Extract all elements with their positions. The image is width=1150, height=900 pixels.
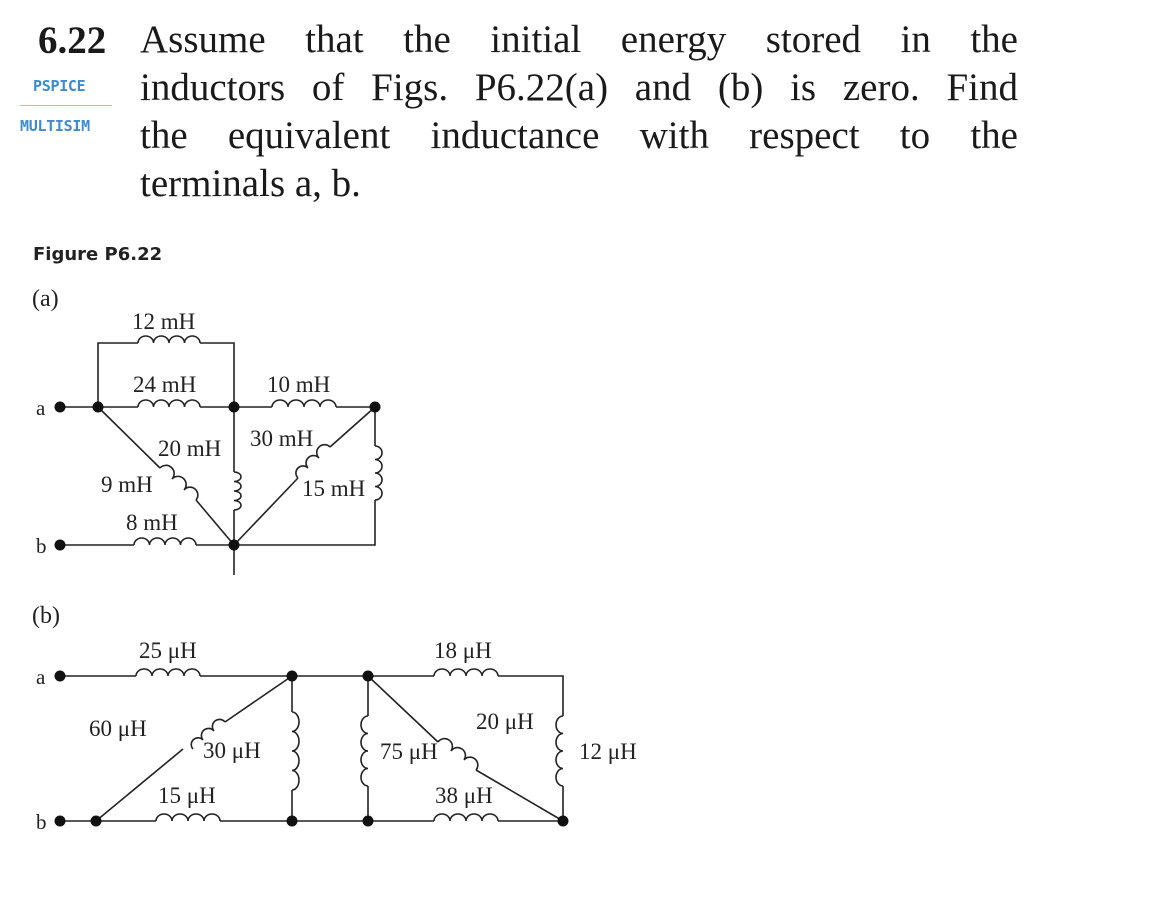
problem-line-2: inductors of Figs. P6.22(a) and (b) is z…: [140, 66, 1018, 109]
inductor-8mH: [133, 537, 197, 546]
circuit-b: a b 25 μH 18 μH 60 μH 30 μH 20 μH 75 μH …: [36, 638, 637, 834]
node-dot: [362, 670, 374, 682]
problem-number: 6.22: [38, 19, 107, 62]
problem-line-4: terminals a, b.: [140, 162, 361, 205]
node-dot: [369, 401, 381, 413]
terminal-a-dot: [54, 670, 66, 682]
tag-divider: [20, 105, 112, 106]
inductor-15mH: [374, 445, 383, 501]
inductor-10mH: [271, 399, 337, 408]
node-dot: [90, 815, 102, 827]
inductor-15uH: [155, 813, 221, 822]
terminal-a-label: a: [36, 396, 46, 420]
label-75uH: 75 μH: [380, 739, 438, 764]
inductor-20mH: [233, 471, 242, 511]
node-dot: [228, 401, 240, 413]
multisim-tag: MULTISIM: [20, 117, 90, 135]
inductor-9mH: [159, 464, 199, 501]
node-dot: [228, 539, 240, 551]
inductor-30mH: [295, 443, 331, 479]
node-dot: [362, 815, 374, 827]
label-15uH: 15 μH: [158, 783, 216, 808]
circuit-a: a b 12 mH 24 mH 10 mH 20 mH 30 mH 9 mH 1…: [36, 309, 383, 575]
figure-b-label: (b): [32, 603, 60, 629]
label-60uH: 60 μH: [89, 716, 147, 741]
problem-line-3: the equivalent inductance with respect t…: [140, 114, 1018, 157]
label-30mH: 30 mH: [250, 426, 313, 451]
label-18uH: 18 μH: [434, 638, 492, 663]
inductor-12mH: [137, 335, 201, 344]
problem-statement: Assume that the initial energy stored in…: [140, 16, 1018, 208]
figure-a-label: (a): [32, 286, 59, 312]
label-20uH: 20 μH: [476, 709, 534, 734]
inductor-75uH: [360, 715, 369, 787]
inductor-20uH: [437, 737, 479, 771]
node-dot: [557, 815, 569, 827]
inductor-60uH: [190, 718, 226, 750]
terminal-b-dot: [54, 539, 66, 551]
label-12uH: 12 μH: [579, 739, 637, 764]
label-30uH: 30 μH: [203, 738, 261, 763]
inductor-25uH: [135, 668, 201, 677]
label-8mH: 8 mH: [126, 510, 178, 535]
inductor-24mH: [137, 399, 201, 408]
label-15mH: 15 mH: [302, 476, 365, 501]
pspice-tag: PSPICE: [33, 77, 86, 95]
inductor-30uH: [291, 711, 300, 791]
terminal-b-label: b: [36, 534, 47, 558]
label-20mH: 20 mH: [158, 436, 221, 461]
node-dot: [286, 815, 298, 827]
terminal-a-label: a: [36, 665, 46, 689]
inductor-38uH: [433, 813, 499, 822]
node-dot: [286, 670, 298, 682]
label-24mH: 24 mH: [133, 372, 196, 397]
terminal-b-dot: [54, 815, 66, 827]
label-12mH: 12 mH: [132, 309, 195, 334]
inductor-18uH: [433, 668, 499, 677]
label-9mH: 9 mH: [101, 472, 153, 497]
label-38uH: 38 μH: [435, 783, 493, 808]
problem-line-1: Assume that the initial energy stored in…: [140, 18, 1018, 61]
label-25uH: 25 μH: [139, 638, 197, 663]
node-dot: [92, 401, 104, 413]
terminal-a-dot: [54, 401, 66, 413]
inductor-12uH: [555, 715, 564, 787]
terminal-b-label: b: [36, 810, 47, 834]
label-10mH: 10 mH: [267, 372, 330, 397]
figure-caption: Figure P6.22: [33, 244, 163, 265]
